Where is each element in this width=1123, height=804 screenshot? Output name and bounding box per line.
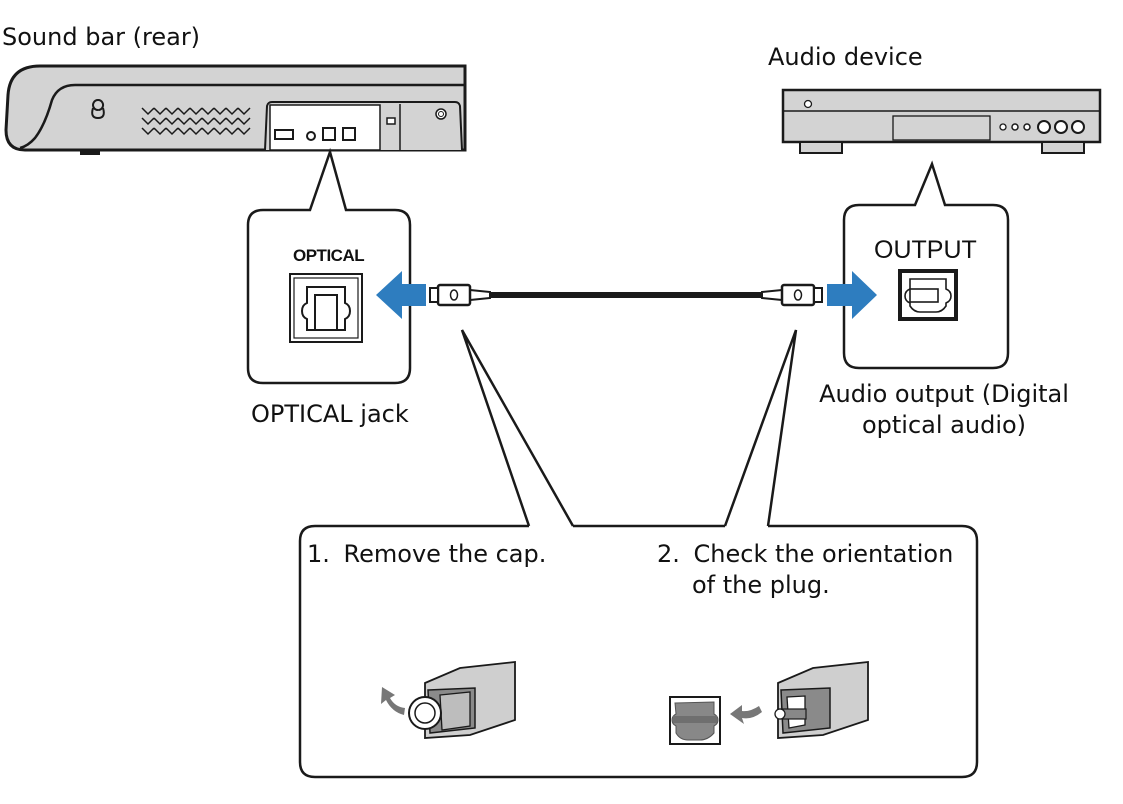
step-2-number: 2. (657, 540, 680, 568)
optical-callout (246, 147, 412, 385)
audio-output-label-line2: optical audio) (861, 411, 1027, 440)
step-1-text: Remove the cap. (343, 540, 547, 568)
step-2-text-line1: Check the orientation (693, 540, 954, 568)
keyhole-icon (91, 99, 105, 120)
audio-device-illustration (781, 88, 1102, 154)
remove-cap-illustration (381, 660, 516, 739)
step-2: 2. Check the orientation of the plug. (657, 539, 953, 601)
callout-pointers (460, 329, 798, 527)
audio-output-label: Audio output (Digital optical audio) (808, 379, 1080, 441)
audio-output-label-line1: Audio output (Digital (819, 380, 1069, 408)
step-1: 1. Remove the cap. (307, 539, 546, 570)
step-1-number: 1. (307, 540, 330, 568)
output-callout (842, 160, 1010, 370)
arrow-left-icon (376, 271, 426, 319)
optical-panel-label: OPTICAL (293, 246, 365, 265)
step-2-text-line2: of the plug. (692, 571, 830, 600)
audio-device-label: Audio device (768, 43, 923, 71)
plug-orientation-illustration (669, 660, 869, 745)
arrow-right-icon (827, 271, 877, 319)
curved-arrow-icon (730, 705, 762, 724)
optical-jack-label: OPTICAL jack (251, 400, 409, 428)
curved-arrow-icon (381, 687, 405, 715)
vent-grille (141, 107, 251, 136)
sound-bar-label: Sound bar (rear) (2, 23, 201, 51)
sound-bar-illustration (4, 64, 467, 155)
optical-cable (429, 283, 823, 307)
output-panel-label: OUTPUT (874, 236, 977, 264)
steps-box (298, 524, 979, 779)
